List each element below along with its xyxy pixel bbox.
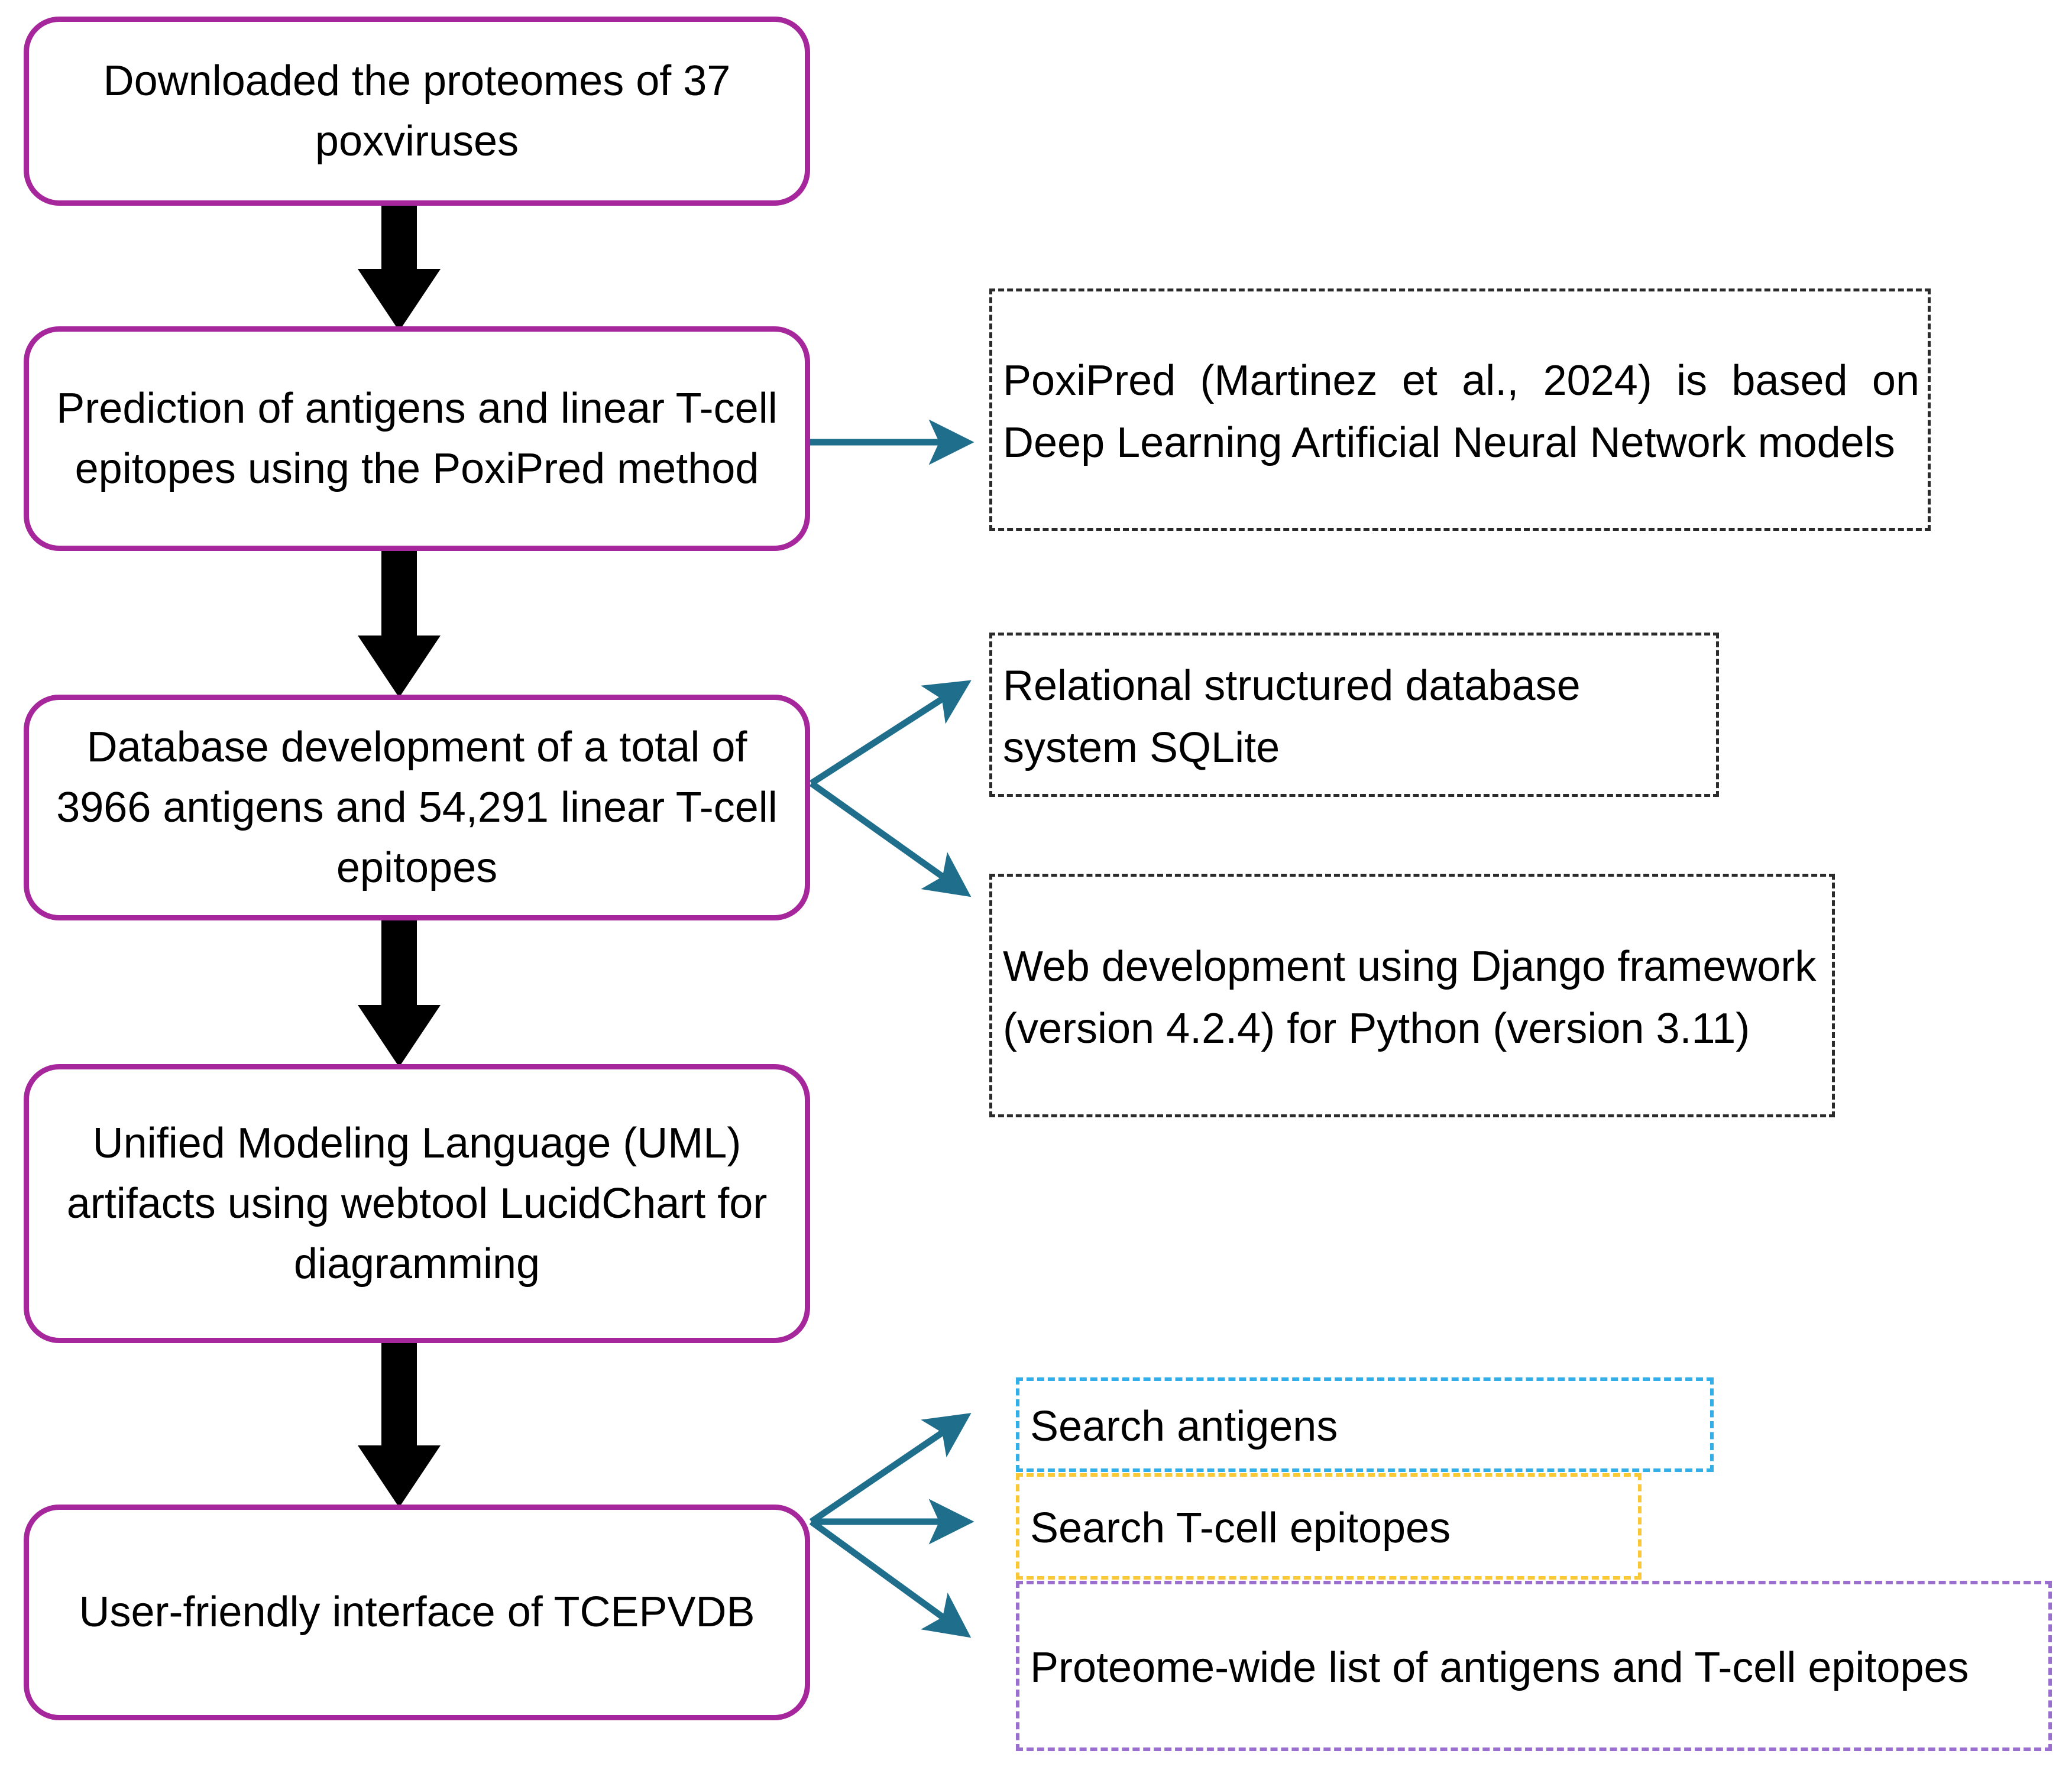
process-box-prediction[interactable]: Prediction of antigens and linear T-cell… (24, 326, 810, 551)
note-box-search-epitopes[interactable]: Search T-cell epitopes (1016, 1473, 1642, 1580)
note-box-search-antigens[interactable]: Search antigens (1016, 1377, 1714, 1472)
arrow-database-to-sqlite (810, 680, 972, 786)
process-box-download-label: Downloaded the proteomes of 37 poxviruse… (103, 57, 731, 165)
note-box-poxipred[interactable]: PoxiPred (Martinez et al., 2024) is base… (989, 288, 1931, 531)
arrow-interface-to-search-antigens (809, 1413, 972, 1525)
process-box-uml[interactable]: Unified Modeling Language (UML) artifact… (24, 1064, 810, 1343)
process-box-database-label: Database development of a total of 3966 … (56, 723, 778, 892)
process-box-download[interactable]: Downloaded the proteomes of 37 poxviruse… (24, 17, 810, 206)
note-box-proteome-list-label: Proteome-wide list of antigens and T-cel… (1030, 1644, 1969, 1692)
note-box-django-label: Web development using Django framework (… (1003, 942, 1817, 1052)
note-box-sqlite-label: Relational structured database system SQ… (1003, 662, 1581, 771)
process-box-uml-label: Unified Modeling Language (UML) artifact… (66, 1119, 768, 1288)
note-box-search-epitopes-label: Search T-cell epitopes (1030, 1505, 1451, 1552)
arrow-prediction-to-database (358, 550, 441, 698)
process-box-interface[interactable]: User-friendly interface of TCEPVDB (24, 1505, 810, 1720)
note-box-poxipred-label: PoxiPred (Martinez et al., 2024) is base… (1003, 356, 1919, 466)
note-box-sqlite[interactable]: Relational structured database system SQ… (989, 633, 1719, 797)
note-box-django[interactable]: Web development using Django framework (… (989, 874, 1835, 1117)
process-box-interface-label: User-friendly interface of TCEPVDB (79, 1588, 755, 1636)
arrow-interface-to-proteome-list (809, 1519, 972, 1638)
process-box-database[interactable]: Database development of a total of 3966 … (24, 695, 810, 920)
arrow-database-to-uml (358, 919, 441, 1067)
arrow-download-to-prediction (358, 204, 441, 331)
arrow-database-to-django (809, 780, 972, 897)
note-box-search-antigens-label: Search antigens (1030, 1403, 1338, 1451)
note-box-proteome-list[interactable]: Proteome-wide list of antigens and T-cel… (1016, 1581, 2052, 1751)
arrow-uml-to-interface (358, 1342, 441, 1507)
process-box-prediction-label: Prediction of antigens and linear T-cell… (56, 384, 778, 492)
